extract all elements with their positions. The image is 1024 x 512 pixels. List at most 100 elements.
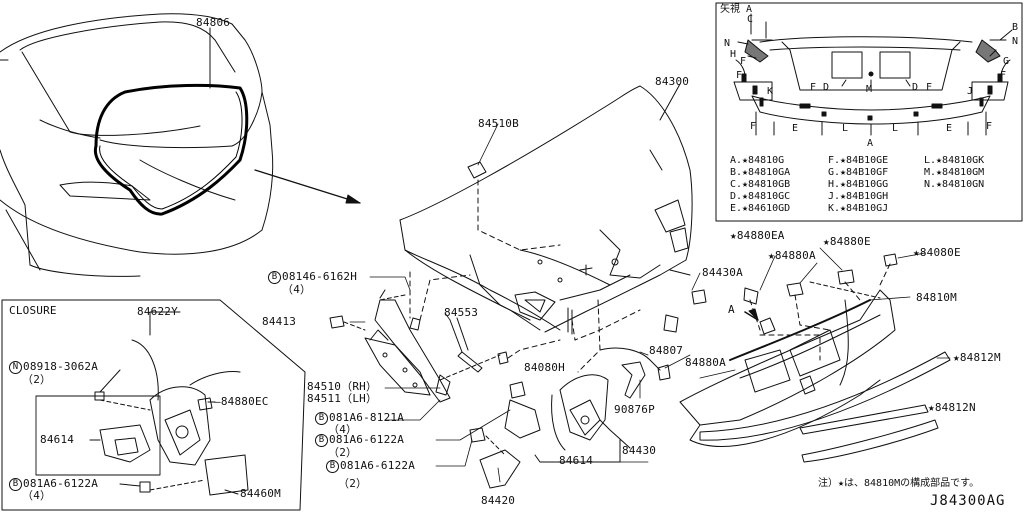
part-number: 84880A (774, 249, 816, 262)
marker-f-right: F (1000, 70, 1007, 81)
part-label-90876p: 90876P (614, 403, 655, 416)
nut-symbol: N (9, 361, 22, 374)
part-label-84510-rh: 84510（RH） (307, 380, 378, 393)
hinge-illustration (329, 161, 561, 403)
bolt-qty: （2） (328, 446, 358, 459)
bolt-qty: （4） (328, 423, 358, 436)
part-number: 84812N (934, 401, 976, 414)
legend-item: G.★84B10GF (828, 167, 889, 178)
legend-item: M.★84810GM (924, 167, 985, 178)
part-label-84812m: ★84812M (953, 351, 1001, 364)
part-label-84614: 84614 (559, 454, 594, 467)
nut-qty: （2） (22, 373, 52, 386)
inset-view-a (715, 2, 1023, 222)
legend-item: K.★84B10GJ (828, 203, 889, 214)
part-number: 84812M (959, 351, 1001, 364)
part-label-84810m: 84810M (916, 291, 957, 304)
bolt-symbol: B (9, 478, 22, 491)
part-label-84880ec: ―84880EC (214, 395, 269, 408)
marker-f-top: F (740, 56, 747, 67)
marker-d-right: D (912, 82, 919, 93)
part-label-84430a: 84430A (702, 266, 743, 279)
part-label-84460m: 84460M (240, 487, 281, 500)
footnote: 注）★は、84810Mの構成部品です。 (818, 478, 980, 489)
legend-item: A.★84810G (730, 155, 785, 166)
marker-m: M (866, 84, 873, 95)
marker-j: J (967, 86, 974, 97)
part-label-84080h: 84080H (524, 361, 565, 374)
leader-lines (349, 123, 951, 483)
diagram-code: J84300AG (930, 493, 1006, 509)
marker-l-left: L (842, 123, 849, 134)
part-number: 84880EA (736, 229, 785, 242)
part-label-84553: 84553 (444, 306, 479, 319)
part-label-84880ea: ★84880EA (730, 229, 785, 242)
marker-k: K (767, 86, 774, 97)
marker-a: A (867, 138, 874, 149)
part-label-84880a-right: ★84880A (768, 249, 816, 262)
part-label-84622y: 84622Y (137, 305, 178, 318)
legend-item: B.★84810GA (730, 167, 791, 178)
legend-item: N.★84810GN (924, 179, 985, 190)
part-label-84806: 84806 (196, 16, 231, 29)
bolt-number: 081A6-6122A (329, 433, 405, 446)
marker-f-mid-left: F (810, 82, 817, 93)
legend-item: J.★84B10GH (828, 191, 889, 202)
bolt-number: 081A6-8121A (329, 411, 405, 424)
bolt-number: 081A6-6122A (340, 459, 416, 472)
part-label-84511-lh: 84511（LH） (307, 392, 378, 405)
marker-f-left: F (736, 70, 743, 81)
part-label-84420: 84420 (481, 494, 516, 507)
trunk-lock-illustration (469, 269, 707, 489)
legend-item: C.★84810GB (730, 179, 791, 190)
part-label-84812n: ★84812N (928, 401, 976, 414)
marker-h: H (730, 49, 737, 60)
marker-f-bottom-right: F (986, 121, 993, 132)
closure-title: CLOSURE (9, 304, 57, 317)
inset-title: 矢視 A (720, 4, 753, 15)
part-number: 84880E (829, 235, 871, 248)
bolt-symbol: B (268, 271, 281, 284)
legend-item: D.★84810GC (730, 191, 791, 202)
marker-e-right: E (946, 123, 953, 134)
legend-item: L.★84810GK (924, 155, 985, 166)
bolt-symbol: B (326, 460, 339, 473)
part-label-84300: 84300 (655, 75, 690, 88)
part-label-84430: 84430 (622, 444, 657, 457)
marker-c: C (747, 14, 754, 25)
closure-frame (1, 299, 306, 511)
marker-d-left: D (823, 82, 830, 93)
bolt-number: 08146-6162H (282, 270, 358, 283)
part-number: 84880EC (220, 395, 269, 408)
finisher-illustration (679, 253, 951, 463)
legend-item: H.★84B10GG (828, 179, 889, 190)
vehicle-rear-illustration (0, 13, 361, 277)
part-label-84614-closure: 84614 (40, 433, 75, 446)
part-label-84807: 84807 (649, 344, 684, 357)
marker-n: N (724, 38, 731, 49)
bolt-number: 081A6-6122A (23, 477, 99, 490)
bolt-symbol: B (315, 412, 328, 425)
part-label-84880a-left: 84880A (685, 356, 726, 369)
marker-f-mid-right: F (926, 82, 933, 93)
bolt-qty: （2） (338, 477, 368, 490)
part-label-84413: 84413 (262, 315, 297, 328)
bolt-qty: （4） (22, 489, 52, 502)
bolt-symbol: B (315, 434, 328, 447)
marker-n-right: N (1012, 36, 1019, 47)
legend-item: E.★84610GD (730, 203, 791, 214)
part-label-84080e: ★84080E (913, 246, 961, 259)
marker-f-bottom-left: F (750, 121, 757, 132)
marker-l-right: L (892, 123, 899, 134)
part-label-84880e: ★84880E (823, 235, 871, 248)
nut-number: 08918-3062A (23, 360, 99, 373)
part-label-84510b: 84510B (478, 117, 519, 130)
